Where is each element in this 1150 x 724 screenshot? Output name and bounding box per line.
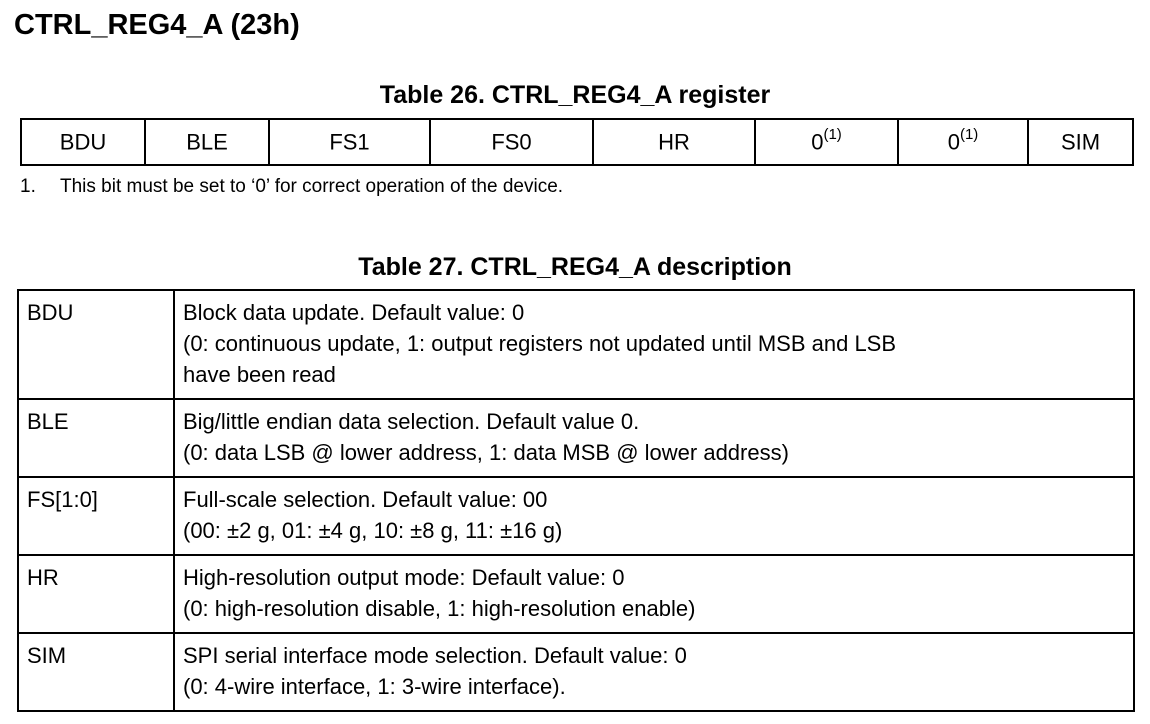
table-row: BDU Block data update. Default value: 0 … [17, 289, 1135, 400]
footnote-text: This bit must be set to ‘0’ for correct … [60, 176, 564, 197]
field-name: BLE [17, 398, 175, 478]
register-bit-table: BDU BLE FS1 FS0 HR 0(1) 0(1) SIM [20, 118, 1134, 166]
description-line: Full-scale selection. Default value: 00 [183, 487, 548, 512]
field-description: Block data update. Default value: 0 (0: … [173, 289, 1135, 400]
bit-cell: FS0 [429, 118, 594, 166]
footnote: 1. This bit must be set to ‘0’ for correc… [20, 176, 563, 198]
description-line: Big/little endian data selection. Defaul… [183, 409, 640, 434]
description-table: BDU Block data update. Default value: 0 … [17, 289, 1135, 712]
table-row: FS[1:0] Full-scale selection. Default va… [17, 476, 1135, 556]
field-name: BDU [17, 289, 175, 400]
bit-label: 0 [811, 129, 824, 155]
bit-label: HR [658, 129, 690, 155]
bit-label: SIM [1060, 129, 1101, 155]
register-bit-row: BDU BLE FS1 FS0 HR 0(1) 0(1) SIM [20, 118, 1134, 166]
table-row: SIM SPI serial interface mode selection.… [17, 632, 1135, 712]
field-description: High-resolution output mode: Default val… [173, 554, 1135, 634]
description-line: (0: continuous update, 1: output registe… [183, 331, 897, 356]
field-description: SPI serial interface mode selection. Def… [173, 632, 1135, 712]
description-line: (00: ±2 g, 01: ±4 g, 10: ±8 g, 11: ±16 g… [183, 518, 563, 543]
description-line: (0: data LSB @ lower address, 1: data MS… [183, 440, 789, 465]
table-row: HR High-resolution output mode: Default … [17, 554, 1135, 634]
bit-cell: FS1 [268, 118, 431, 166]
bit-cell: 0(1) [754, 118, 899, 166]
page-title: CTRL_REG4_A (23h) [14, 9, 300, 41]
footnote-number: 1. [20, 176, 36, 197]
description-line: have been read [183, 362, 336, 387]
field-name: FS[1:0] [17, 476, 175, 556]
field-description: Big/little endian data selection. Defaul… [173, 398, 1135, 478]
description-line: (0: 4-wire interface, 1: 3-wire interfac… [183, 674, 566, 699]
bit-cell: SIM [1027, 118, 1134, 166]
description-line: High-resolution output mode: Default val… [183, 565, 625, 590]
table-26-caption: Table 26. CTRL_REG4_A register [379, 81, 771, 109]
description-line: Block data update. Default value: 0 [183, 300, 525, 325]
bit-cell: 0(1) [897, 118, 1029, 166]
bit-label: BDU [59, 129, 107, 155]
table-row: BLE Big/little endian data selection. De… [17, 398, 1135, 478]
field-name: SIM [17, 632, 175, 712]
bit-cell: BLE [144, 118, 270, 166]
field-name: HR [17, 554, 175, 634]
bit-label: BLE [186, 129, 228, 155]
bit-cell: HR [592, 118, 756, 166]
bit-cell: BDU [20, 118, 146, 166]
bit-label: FS0 [491, 129, 532, 155]
description-line: SPI serial interface mode selection. Def… [183, 643, 687, 668]
bit-label: FS1 [329, 129, 370, 155]
table-27-caption: Table 27. CTRL_REG4_A description [358, 253, 792, 281]
field-description: Full-scale selection. Default value: 00 … [173, 476, 1135, 556]
footnote-ref: (1) [959, 126, 979, 144]
footnote-ref: (1) [823, 126, 842, 144]
description-line: (0: high-resolution disable, 1: high-res… [183, 596, 696, 621]
bit-label: 0 [947, 129, 960, 155]
